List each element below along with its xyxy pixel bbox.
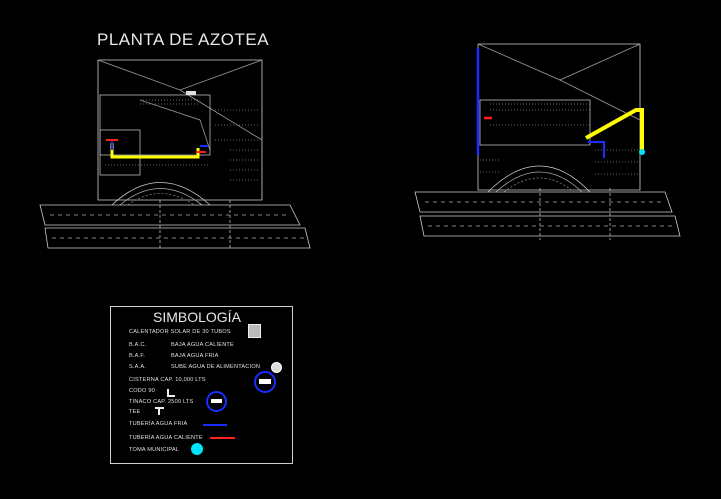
elbow-icon — [167, 389, 175, 397]
water-tank-icon — [206, 391, 227, 412]
right-pipes — [476, 48, 645, 158]
legend-item-cistern: CISTERNA CAP. 10,000 LTS — [129, 377, 206, 383]
cistern-icon — [254, 371, 276, 393]
municipal-intake-icon — [191, 443, 203, 455]
left-roof-plan — [39, 59, 311, 250]
legend-item-solar-heater: CALENTADOR SOLAR DE 30 TUBOS — [129, 329, 231, 335]
small-tank-icon — [271, 362, 282, 373]
legend-item-hot-pipe: TUBERÍA AGUA CALIENTE — [129, 435, 203, 441]
legend-item-tee: TEE — [129, 409, 141, 415]
legend-item-water-tank: TINACO CAP. 2500 LTS — [129, 399, 194, 405]
cold-water-line-symbol — [203, 424, 227, 426]
legend-item-cold-pipe: TUBERÍA AGUA FRIA — [129, 421, 188, 427]
legend-box: SIMBOLOGÍA CALENTADOR SOLAR DE 30 TUBOS … — [110, 306, 293, 464]
legend-item-municipal: TOMA MUNICIPAL — [129, 447, 180, 453]
hot-water-line-symbol — [210, 437, 235, 439]
right-roof-plan — [414, 43, 681, 240]
legend-item-bac: B.A.C.BAJA AGUA CALIENTE — [129, 342, 234, 348]
drawing-title: PLANTA DE AZOTEA — [97, 30, 270, 49]
solar-heater-icon — [248, 324, 261, 338]
legend-title: SIMBOLOGÍA — [153, 309, 241, 325]
legend-item-elbow: CODO 90 — [129, 388, 155, 394]
left-pipes — [106, 139, 208, 159]
legend-item-baf: B.A.F.BAJA AGUA FRIA — [129, 353, 219, 359]
legend-item-saa: S.A.A.SUBE AGUA DE ALIMENTACION — [129, 364, 261, 370]
tee-icon — [155, 407, 164, 415]
